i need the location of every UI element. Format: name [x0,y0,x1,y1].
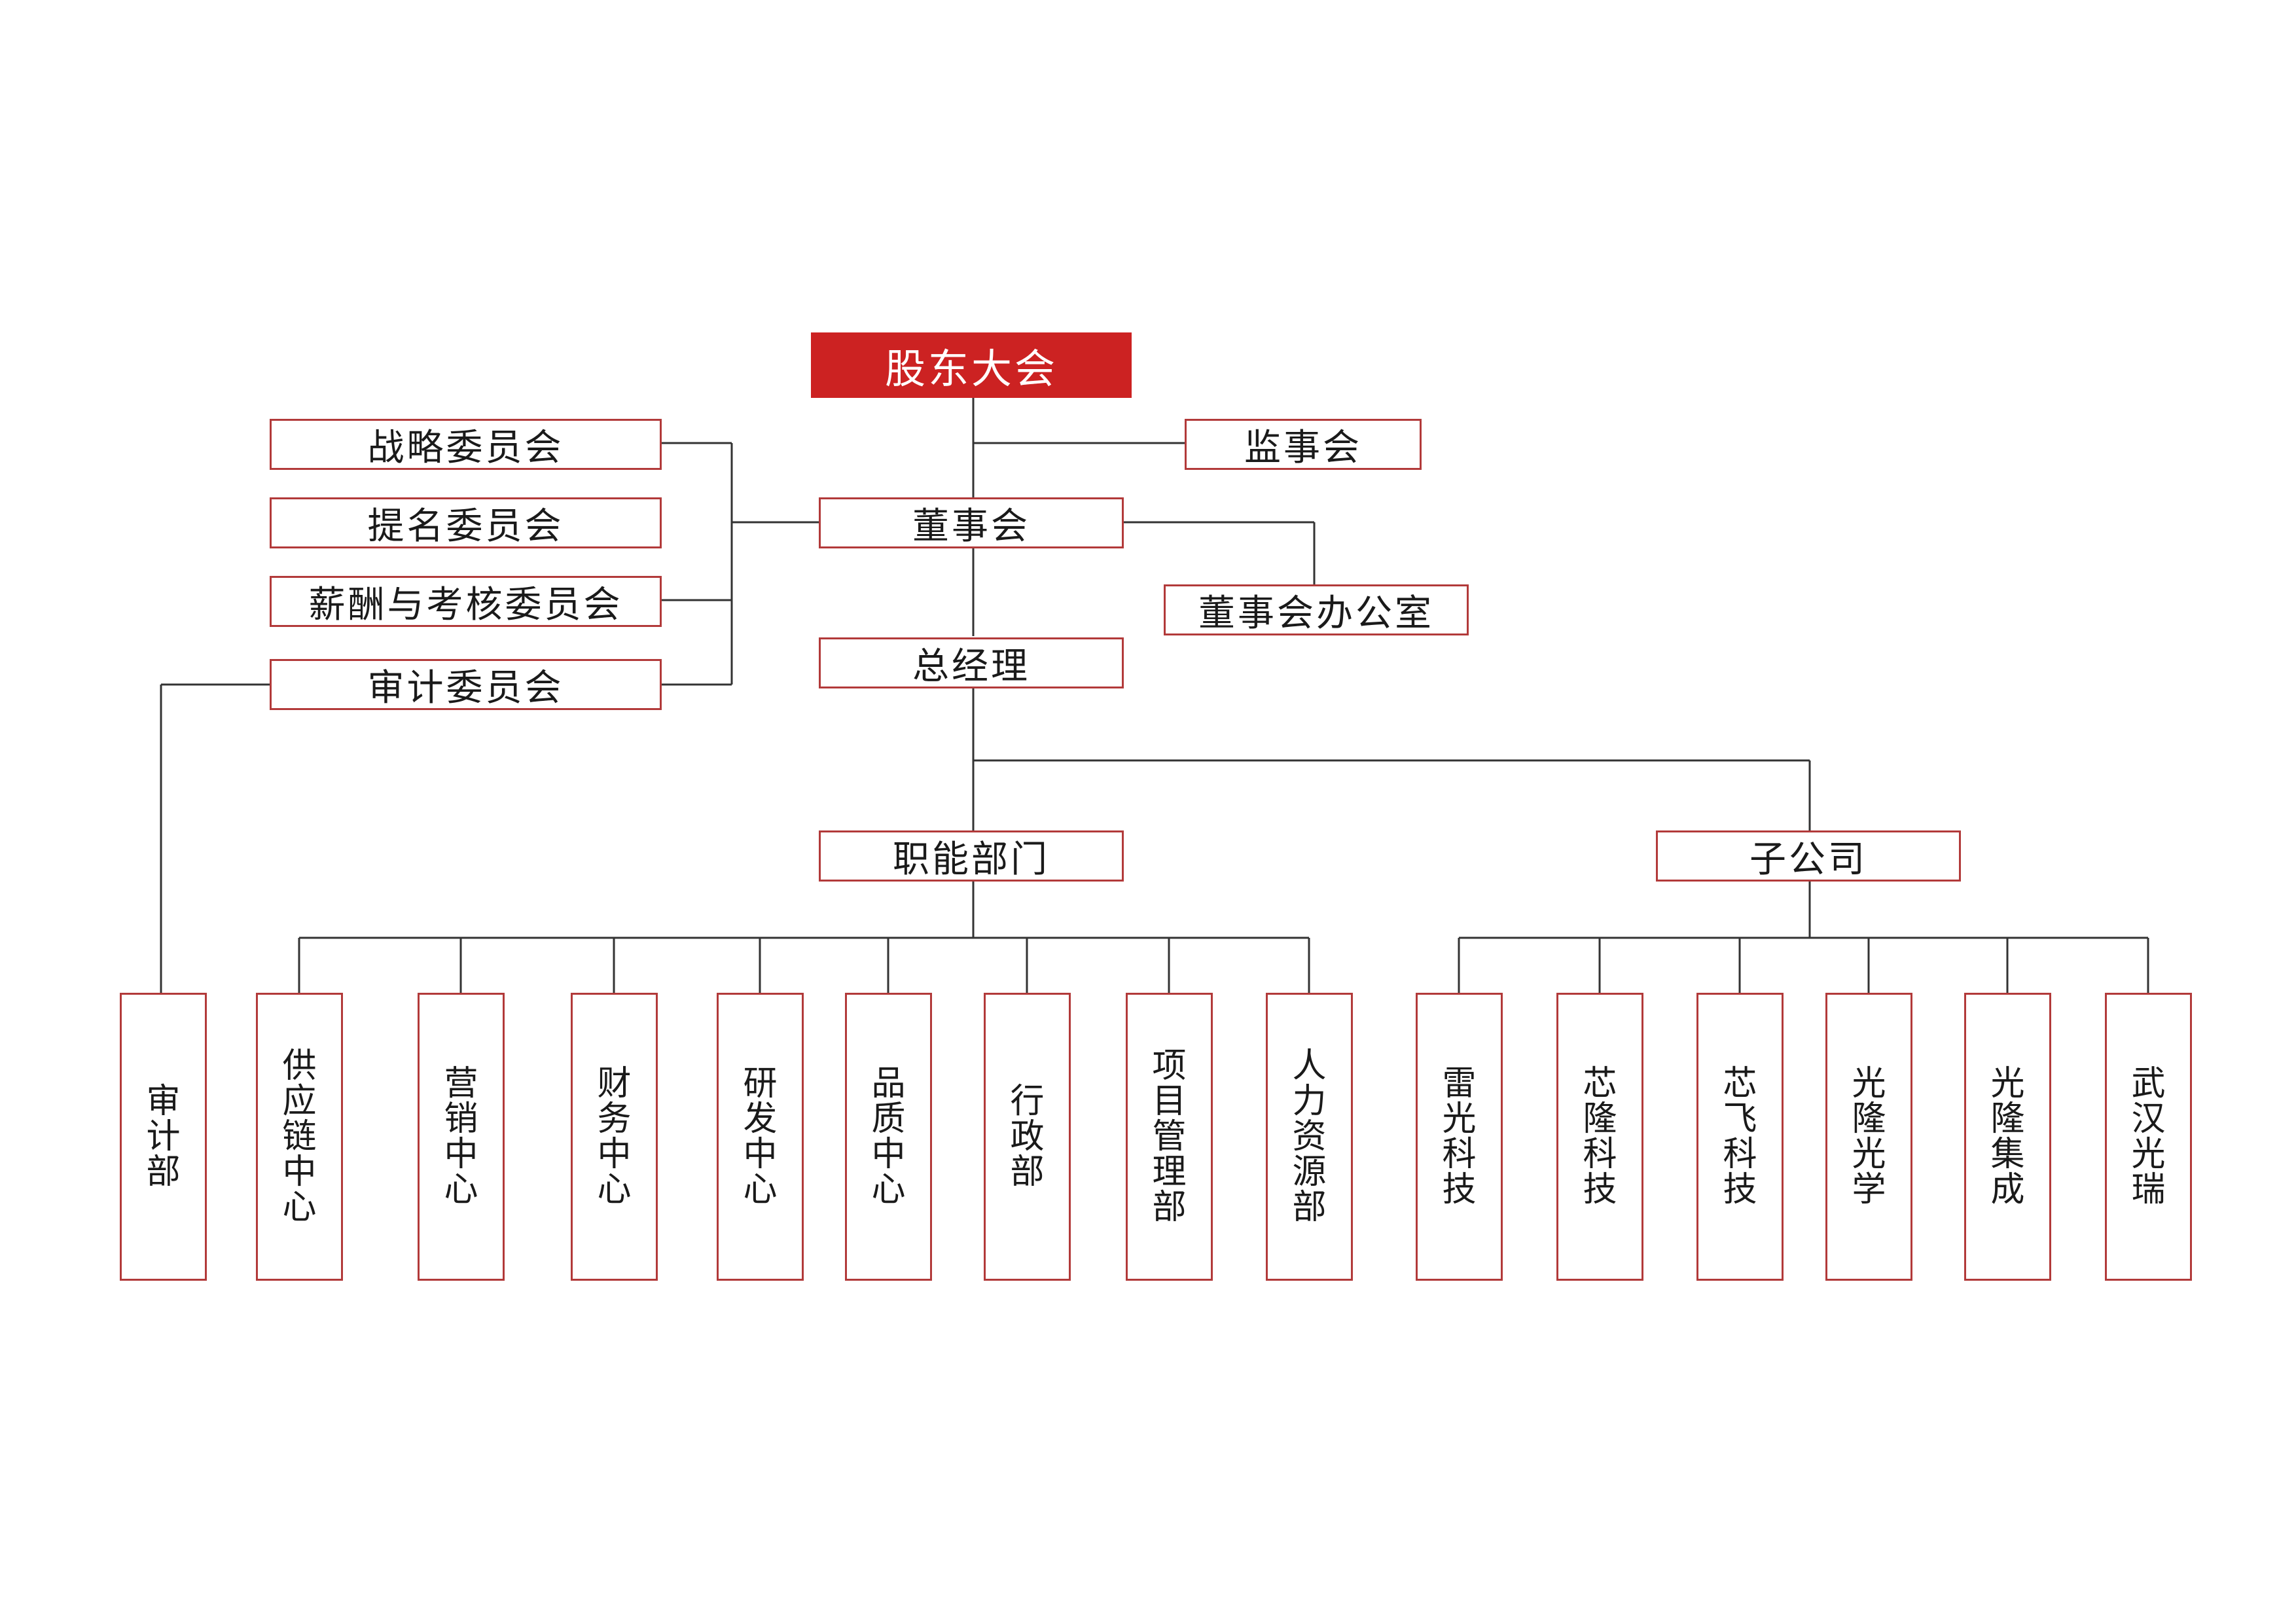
board-office-box: 董事会办公室 [1164,584,1469,635]
vertical-char: 科 [1442,1135,1477,1174]
vertical-char: 武 [2131,1064,2166,1103]
vertical-char: 隆 [1583,1099,1617,1139]
vertical-char: 部 [1010,1152,1045,1192]
vertical-char: 心 [282,1188,317,1227]
vertical-char: 中 [743,1135,778,1174]
subsidiary-box: 光隆集成 [1964,993,2051,1281]
audit-department-box: 审计部 [120,993,207,1281]
vertical-char: 行 [1010,1082,1045,1121]
vertical-char: 质 [871,1099,906,1139]
subsidiary-box: 芯飞科技 [1696,993,1784,1281]
vertical-char: 心 [444,1170,478,1209]
vertical-char: 中 [444,1135,478,1174]
vertical-char: 源 [1292,1152,1327,1192]
vertical-char: 项 [1152,1046,1187,1086]
vertical-char: 飞 [1723,1099,1757,1139]
general-manager-box: 总经理 [819,637,1124,688]
department-box: 供应链中心 [256,993,343,1281]
vertical-char: 光 [1852,1135,1886,1174]
subsidiary-box: 雷光科技 [1416,993,1503,1281]
vertical-char: 光 [1852,1064,1886,1103]
board-of-directors-box: 董事会 [819,497,1124,548]
vertical-char: 心 [743,1170,778,1209]
vertical-char: 政 [1010,1117,1045,1156]
vertical-char: 人 [1292,1046,1327,1086]
vertical-char: 成 [1990,1170,2025,1209]
shareholders-meeting-box: 股东大会 [811,332,1132,398]
subsidiary-box: 芯隆科技 [1556,993,1643,1281]
vertical-char: 光 [1442,1099,1477,1139]
vertical-char: 资 [1292,1117,1327,1156]
vertical-char: 品 [871,1064,906,1103]
department-box: 行政部 [984,993,1071,1281]
vertical-char: 务 [597,1099,632,1139]
vertical-char: 芯 [1723,1064,1757,1103]
vertical-char: 审 [146,1082,181,1121]
vertical-char: 科 [1723,1135,1757,1174]
subsidiary-box: 光隆光学 [1825,993,1912,1281]
vertical-char: 营 [444,1064,478,1103]
vertical-char: 隆 [1852,1099,1886,1139]
department-box: 人力资源部 [1266,993,1353,1281]
vertical-char: 技 [1723,1170,1757,1209]
vertical-char: 瑞 [2131,1170,2166,1209]
vertical-char: 理 [1152,1152,1187,1192]
vertical-char: 部 [1292,1188,1327,1227]
vertical-char: 部 [146,1152,181,1192]
vertical-char: 学 [1852,1170,1886,1209]
vertical-char: 汉 [2131,1099,2166,1139]
vertical-char: 雷 [1442,1064,1477,1103]
vertical-char: 中 [871,1135,906,1174]
vertical-char: 管 [1152,1117,1187,1156]
vertical-char: 科 [1583,1135,1617,1174]
vertical-char: 技 [1583,1170,1617,1209]
nomination-committee-box: 提名委员会 [270,497,662,548]
vertical-char: 芯 [1583,1064,1617,1103]
vertical-char: 心 [597,1170,632,1209]
compensation-committee-box: 薪酬与考核委员会 [270,576,662,627]
vertical-char: 目 [1152,1082,1187,1121]
vertical-char: 计 [146,1117,181,1156]
department-box: 研发中心 [717,993,804,1281]
strategy-committee-box: 战略委员会 [270,419,662,470]
vertical-char: 研 [743,1064,778,1103]
department-box: 品质中心 [845,993,932,1281]
vertical-char: 发 [743,1099,778,1139]
vertical-char: 中 [597,1135,632,1174]
supervisory-board-box: 监事会 [1185,419,1422,470]
vertical-char: 集 [1990,1135,2025,1174]
functional-departments-box: 职能部门 [819,830,1124,882]
department-box: 营销中心 [418,993,505,1281]
vertical-char: 技 [1442,1170,1477,1209]
vertical-char: 光 [1990,1064,2025,1103]
vertical-char: 光 [2131,1135,2166,1174]
vertical-char: 中 [282,1152,317,1192]
vertical-char: 供 [282,1046,317,1086]
vertical-char: 力 [1292,1082,1327,1121]
vertical-char: 财 [597,1064,632,1103]
vertical-char: 销 [444,1099,478,1139]
department-box: 财务中心 [571,993,658,1281]
department-box: 项目管理部 [1126,993,1213,1281]
vertical-char: 部 [1152,1188,1187,1227]
vertical-char: 心 [871,1170,906,1209]
audit-committee-box: 审计委员会 [270,659,662,710]
vertical-char: 隆 [1990,1099,2025,1139]
vertical-char: 应 [282,1082,317,1121]
subsidiaries-box: 子公司 [1656,830,1961,882]
vertical-char: 链 [282,1117,317,1156]
subsidiary-box: 武汉光瑞 [2105,993,2192,1281]
